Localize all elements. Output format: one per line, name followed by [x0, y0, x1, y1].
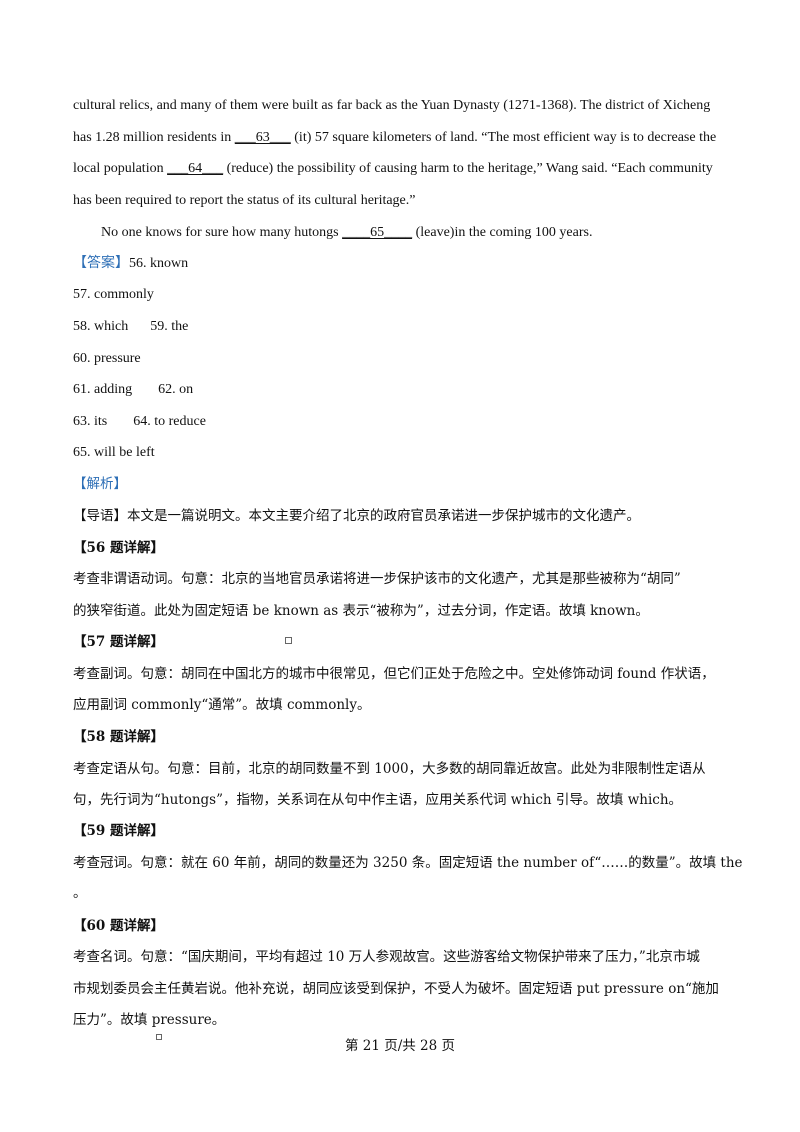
q56-line-1: 考查非谓语动词。句意：北京的当地官员承诺将进一步保护该市的文化遗产，尤其是那些被… — [73, 571, 681, 587]
q60-title: 【60 题详解】 — [73, 918, 164, 934]
passage-text: local population — [73, 161, 168, 176]
q59-line-1: 考查冠词。句意：就在 60 年前，胡同的数量还为 3250 条。固定短语 the… — [73, 855, 743, 871]
q60-line-3: 压力”。故填 pressure。 — [73, 1012, 226, 1028]
passage-line-2: has 1.28 million residents in ___63___ (… — [73, 129, 716, 147]
answer-block-header: 【答案】56. known — [73, 255, 188, 273]
answer-59: 59. the — [150, 319, 189, 334]
q56-title: 【56 题详解】 — [73, 540, 164, 556]
passage-line-3: local population ___64___ (reduce) the p… — [73, 160, 713, 178]
passage-text: (leave)in the coming 100 years. — [412, 225, 593, 240]
q60-line-2: 市规划委员会主任黄岩说。他补充说，胡同应该受到保护，不受人为破坏。固定短语 pu… — [73, 981, 719, 997]
stray-mark-icon — [156, 1034, 162, 1040]
stray-mark-icon — [285, 637, 292, 644]
q56-line-2: 的狭窄街道。此处为固定短语 be known as 表示“被称为”，过去分词，作… — [73, 603, 649, 619]
page-number: 第 21 页/共 28 页 — [344, 1038, 456, 1054]
q57-line-2: 应用副词 commonly“通常”。故填 commonly。 — [73, 697, 371, 713]
passage-text: (it) 57 square kilometers of land. “The … — [290, 130, 717, 145]
analysis-label: 【解析】 — [73, 476, 127, 492]
passage-text: (reduce) the possibility of causing harm… — [223, 161, 713, 176]
passage-line-1: cultural relics, and many of them were b… — [73, 98, 711, 113]
blank-64: ___64___ — [167, 161, 224, 176]
q58-line-1: 考查定语从句。句意：目前，北京的胡同数量不到 1000，大多数的胡同靠近故宫。此… — [73, 761, 706, 777]
answer-label: 【答案】 — [73, 256, 129, 271]
answer-63: 63. its — [73, 414, 108, 429]
passage-text: has 1.28 million residents in — [73, 130, 235, 145]
passage-line-4: has been required to report the status o… — [73, 193, 416, 208]
answer-row: 63. its 64. to reduce — [73, 413, 206, 431]
answer-65: 65. will be left — [73, 445, 155, 460]
answer-row: 61. adding 62. on — [73, 381, 193, 399]
answer-58: 58. which — [73, 319, 129, 334]
passage-line-5: No one knows for sure how many hutongs _… — [101, 224, 592, 242]
q57-line-1: 考查副词。句意：胡同在中国北方的城市中很常见，但它们正处于危险之中。空处修饰动词… — [73, 666, 715, 682]
q58-title: 【58 题详解】 — [73, 729, 164, 745]
blank-65: ____65____ — [342, 225, 413, 240]
answer-64: 64. to reduce — [133, 414, 206, 429]
q57-title: 【57 题详解】 — [73, 634, 164, 650]
answer-62: 62. on — [158, 382, 194, 397]
answer-row: 58. which 59. the — [73, 318, 188, 336]
blank-63: ___63___ — [234, 130, 291, 145]
guide-text: 【导语】本文是一篇说明文。本文主要介绍了北京的政府官员承诺进一步保护城市的文化遗… — [73, 508, 640, 524]
q59-title: 【59 题详解】 — [73, 823, 164, 839]
answer-60: 60. pressure — [73, 351, 141, 366]
answer-61: 61. adding — [73, 382, 133, 397]
passage-text: No one knows for sure how many hutongs — [101, 225, 343, 240]
answer-57: 57. commonly — [73, 287, 154, 302]
answer-56: 56. known — [129, 256, 189, 271]
q58-line-2: 句，先行词为“hutongs”，指物，关系词在从句中作主语，应用关系代词 whi… — [73, 792, 683, 808]
q60-line-1: 考查名词。句意：“国庆期间，平均有超过 10 万人参观故宫。这些游客给文物保护带… — [73, 949, 700, 965]
q59-line-2: 。 — [73, 885, 87, 901]
